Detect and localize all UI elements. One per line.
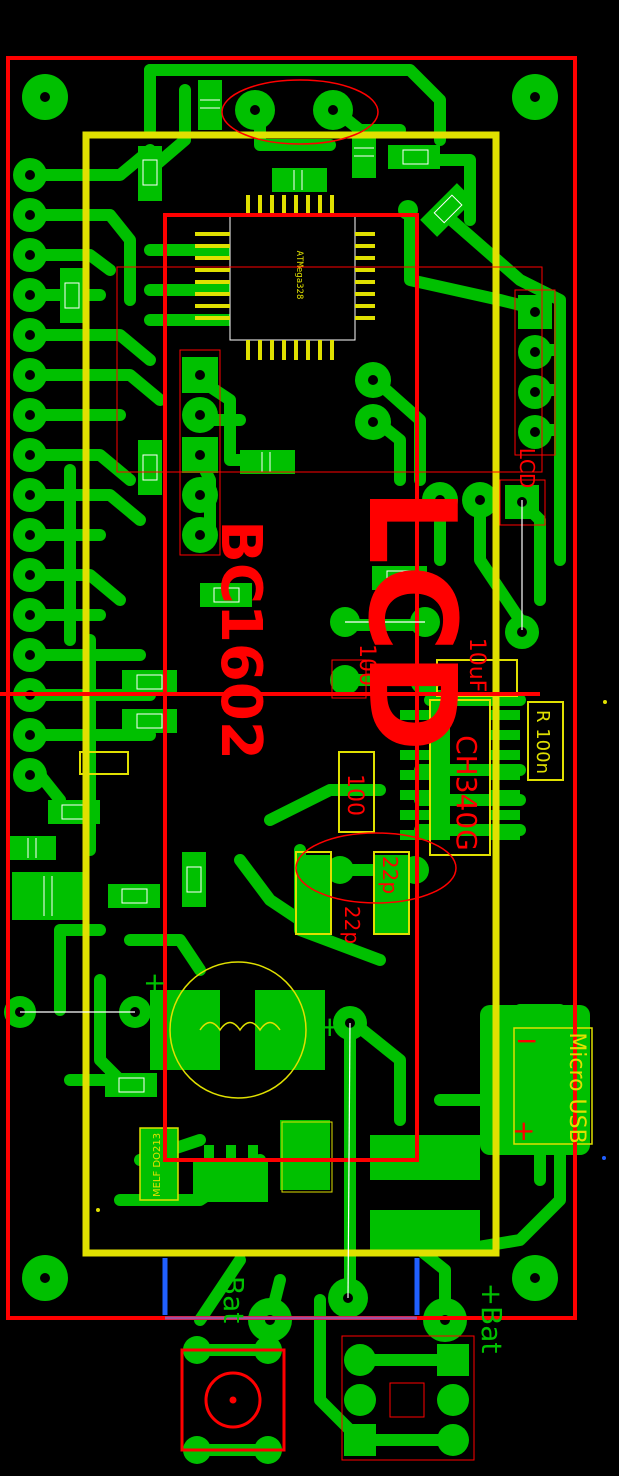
micro-usb-label: Micro USB [564, 1032, 589, 1143]
res-100-a-label: 100 [354, 644, 379, 686]
smd-res-3 [138, 440, 162, 495]
smd-res-5 [420, 183, 474, 237]
regulator [193, 1145, 268, 1202]
bc1602-label: BC1602 [208, 520, 273, 760]
smd-cap-big [12, 872, 87, 920]
lcd-conn-label: LCD [515, 448, 539, 489]
smd-res-12 [182, 852, 206, 907]
marker-dot-blue [602, 1156, 606, 1160]
melf-label: MELF DO213 [152, 1133, 163, 1197]
marker-dot-small [96, 1208, 100, 1212]
bat-pos-label: +Bat [475, 1283, 508, 1354]
smd-res-2 [60, 268, 84, 323]
smd-components [8, 80, 474, 1202]
smd-res-1 [138, 146, 162, 201]
left-header-pads [13, 158, 47, 792]
mounting-holes [22, 74, 558, 1301]
smd-cap-3 [272, 168, 327, 192]
mcu-label: ATMega328 [294, 251, 304, 300]
ch340g-label: CH340G [450, 735, 483, 851]
melf-diode [139, 1127, 179, 1201]
cap-22p-a-label: 22p [378, 856, 402, 894]
bat-neg-label: -Bat [217, 1267, 250, 1323]
smd-cap-4 [240, 450, 295, 474]
svg-text:+: + [318, 1010, 341, 1043]
cap-10u-label: 10uF [464, 638, 489, 693]
mcu-footprint [195, 195, 375, 360]
smd-cap-1 [198, 80, 222, 130]
inductor-outline [169, 961, 307, 1099]
smd-res-10 [48, 800, 100, 824]
copper-pours [150, 690, 590, 1255]
smd-res-9 [122, 709, 177, 733]
usb-pins [500, 1050, 525, 1104]
svg-text:+: + [512, 1114, 535, 1147]
smd-res-6 [200, 583, 252, 607]
polarity-marks: + + − + [143, 966, 538, 1147]
smd-res-4 [388, 145, 440, 169]
blue-lines [162, 1258, 420, 1315]
smd-res-8 [122, 670, 177, 694]
lcd-label: LCD [341, 488, 480, 752]
svg-text:+: + [143, 966, 166, 999]
jumpers [20, 500, 523, 1299]
cap-22p-b-label: 22p [340, 906, 364, 944]
smd-cap-5 [8, 836, 56, 860]
smd-res-11 [108, 884, 160, 908]
res-100-b-label: 100 [342, 774, 367, 816]
r-100n-label: R 100n [532, 710, 553, 774]
svg-text:−: − [515, 1024, 538, 1057]
smd-res-13 [105, 1073, 157, 1097]
marker-dot-yellow [603, 700, 607, 704]
lcd-keepout [163, 213, 419, 1162]
